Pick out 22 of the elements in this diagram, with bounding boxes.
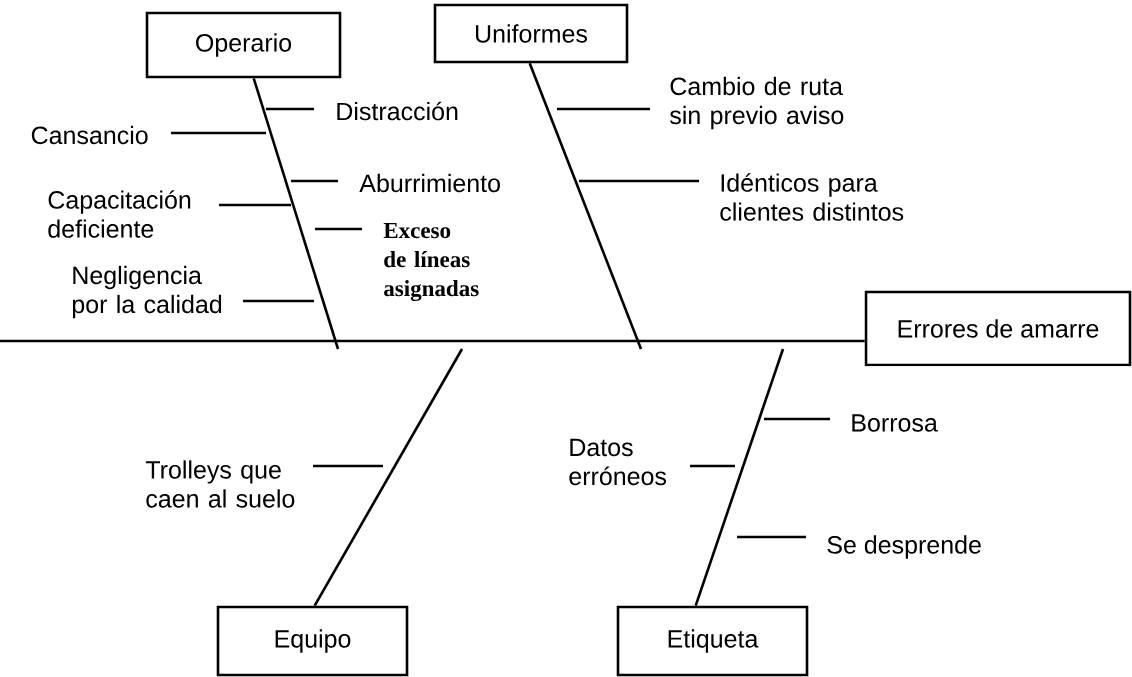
cause-label: Aburrimiento [359, 173, 500, 193]
category-box: Equipo [216, 605, 409, 677]
cause-label: Trolleys que caen al suelo [145, 460, 295, 508]
cause-label: Capacitación deficiente [48, 190, 191, 238]
bone-line [252, 77, 340, 350]
cause-label: Se desprende [827, 535, 981, 559]
cause-label: Idénticos para clientes distintos [720, 173, 904, 221]
spine-line [0, 339, 865, 343]
bone-line [528, 62, 643, 350]
category-box: Errores de amarre [864, 290, 1132, 367]
category-box: Etiqueta [616, 605, 809, 677]
cause-label: Borrosa [852, 414, 938, 432]
cause-label: Cambio de ruta sin previo aviso [670, 76, 844, 130]
cause-label: Negligencia por la calidad [72, 265, 222, 319]
bone-line [313, 348, 464, 607]
category-box: Uniformes [433, 3, 629, 64]
category-box: Operario [145, 11, 342, 79]
cause-label: Datos erróneos [569, 438, 667, 486]
bone-line [694, 348, 785, 607]
cause-label: Distracción [337, 101, 458, 121]
cause-label: Exceso de líneas asignadas [383, 222, 479, 302]
cause-label: Cansancio [31, 125, 148, 145]
